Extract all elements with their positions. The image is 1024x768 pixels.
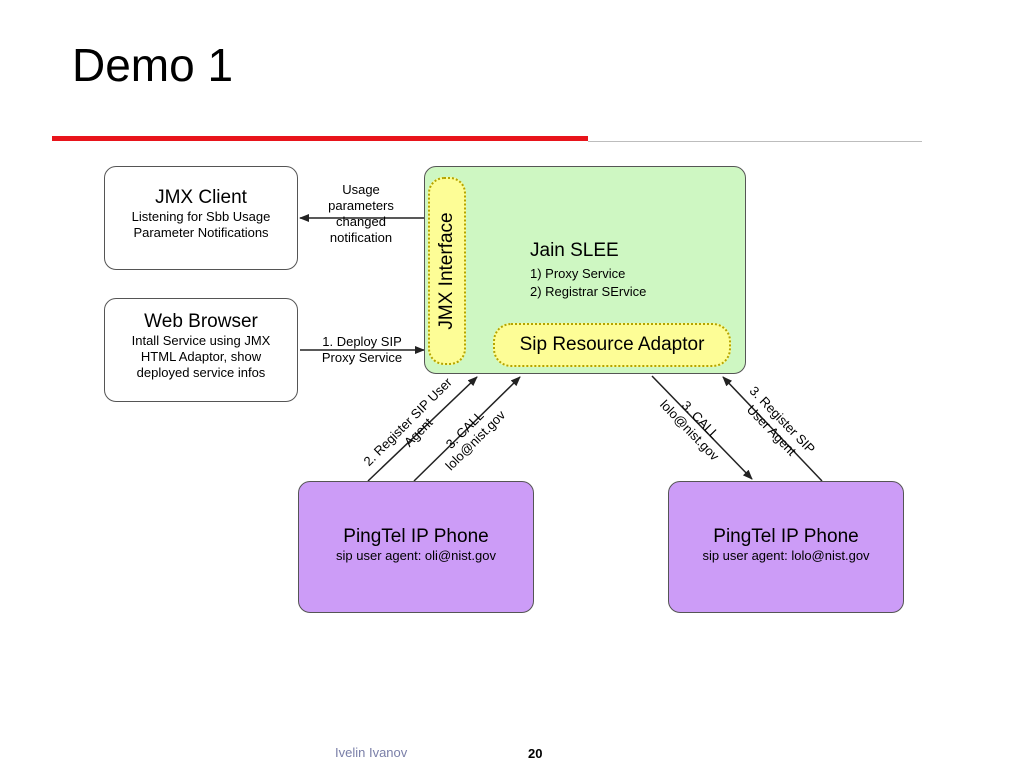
footer-author: Ivelin Ivanov bbox=[335, 745, 408, 760]
deploy-service-label: 1. Deploy SIP Proxy Service bbox=[321, 334, 403, 365]
jmx-client-line: Listening for Sbb Usage bbox=[131, 209, 271, 224]
web-browser-title: Web Browser bbox=[144, 311, 258, 332]
phone-left-box: PingTel IP Phone sip user agent: oli@nis… bbox=[298, 481, 534, 613]
arrow-right-register bbox=[722, 376, 823, 482]
sip-resource-adaptor-box: Sip Resource Adaptor bbox=[493, 323, 731, 367]
jain-slee-line: 1) Proxy Service bbox=[530, 266, 626, 281]
web-browser-line: HTML Adaptor, show bbox=[140, 349, 262, 364]
jmx-client-title: JMX Client bbox=[155, 187, 247, 208]
slide-title: Demo 1 bbox=[72, 39, 234, 91]
jain-slee-line: 2) Registrar SErvice bbox=[530, 284, 647, 299]
arrow-left-register bbox=[367, 376, 478, 482]
usage-notification-label: Usage parameters changed notification bbox=[328, 182, 394, 245]
web-browser-box: Web Browser Intall Service using JMX HTM… bbox=[104, 298, 298, 402]
title-underline-red bbox=[52, 136, 588, 141]
web-browser-line: Intall Service using JMX bbox=[131, 333, 271, 348]
arrow-left-call bbox=[413, 376, 521, 482]
phone-right-subtitle: sip user agent: lolo@nist.gov bbox=[702, 548, 870, 563]
web-browser-line: deployed service infos bbox=[136, 365, 266, 380]
title-underline-gray bbox=[588, 141, 922, 142]
jmx-interface-label: JMX Interface bbox=[436, 212, 457, 330]
phone-left-subtitle: sip user agent: oli@nist.gov bbox=[336, 548, 496, 563]
jain-slee-title: Jain SLEE bbox=[530, 240, 619, 261]
arrow-right-call bbox=[651, 375, 753, 480]
phone-right-title: PingTel IP Phone bbox=[713, 526, 859, 547]
phone-right-box: PingTel IP Phone sip user agent: lolo@ni… bbox=[668, 481, 904, 613]
page-number: 20 bbox=[528, 746, 543, 761]
jmx-client-box: JMX Client Listening for Sbb Usage Param… bbox=[104, 166, 298, 270]
phone-left-title: PingTel IP Phone bbox=[343, 526, 489, 547]
jmx-interface-box bbox=[428, 177, 466, 365]
jmx-client-line: Parameter Notifications bbox=[133, 225, 269, 240]
